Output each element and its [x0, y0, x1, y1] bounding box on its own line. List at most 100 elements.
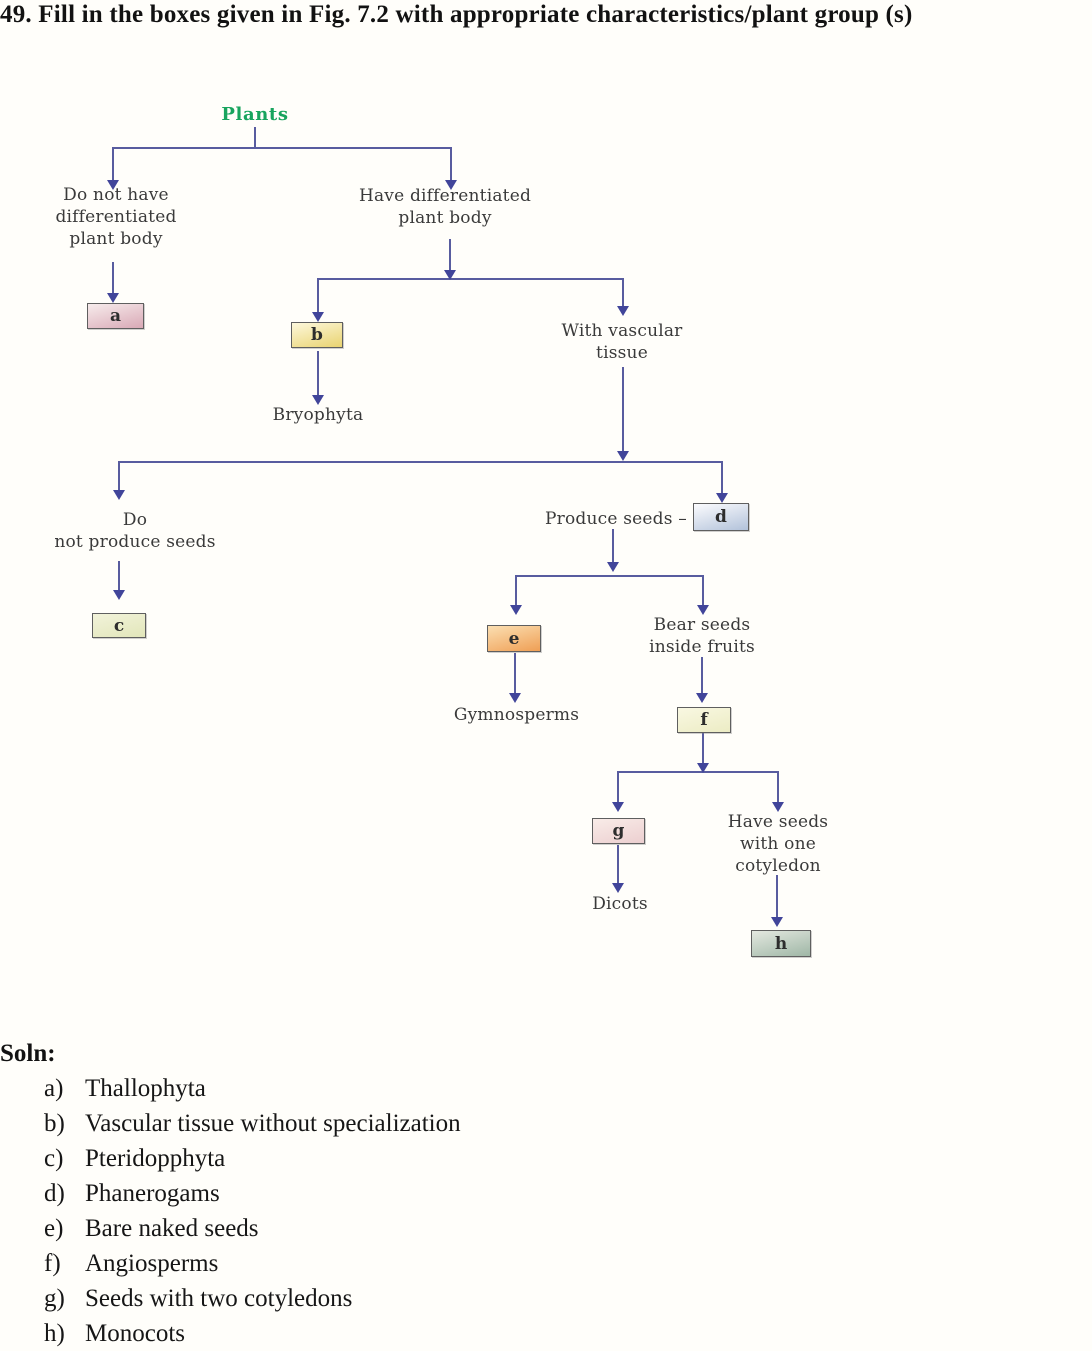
arrowhead-down-icon — [312, 312, 324, 322]
solution-list: a) Thallophyta b) Vascular tissue without … — [44, 1075, 461, 1351]
connector-line — [622, 278, 624, 307]
node-no-differentiated-body: Do not have differentiated plant body — [55, 185, 177, 249]
solution-item-text: Pteridopphyta — [85, 1145, 226, 1172]
node-gymnosperms: Gymnosperms — [453, 705, 580, 725]
box-label: e — [508, 628, 520, 649]
connector-line — [254, 127, 256, 148]
arrowhead-down-icon — [607, 562, 619, 572]
question-title: 49. Fill in the boxes given in Fig. 7.2 … — [0, 1, 913, 28]
solution-item-letter: f) — [44, 1250, 61, 1277]
connector-line — [617, 845, 619, 884]
arrowhead-down-icon — [444, 270, 456, 280]
connector-line — [702, 575, 704, 606]
solution-item-letter: e) — [44, 1215, 64, 1242]
connector-line — [317, 351, 319, 396]
connector-line — [112, 262, 114, 294]
connector-line — [701, 657, 703, 694]
solution-item: d) Phanerogams — [44, 1180, 461, 1215]
answer-box-h: h — [751, 930, 811, 957]
node-have-seeds-one-cotyledon: Have seeds with one cotyledon — [727, 812, 829, 876]
connector-line — [721, 461, 723, 494]
connector-line — [516, 575, 704, 577]
solution-item-text: Thallophyta — [85, 1075, 206, 1102]
arrowhead-down-icon — [697, 605, 709, 615]
node-bryophyta: Bryophyta — [272, 405, 364, 425]
connector-line — [119, 461, 723, 463]
solution-item: f) Angiosperms — [44, 1250, 461, 1285]
solution-item: a) Thallophyta — [44, 1075, 461, 1110]
arrowhead-down-icon — [771, 917, 783, 927]
arrowhead-down-icon — [612, 802, 624, 812]
connector-line — [113, 147, 451, 149]
box-label: f — [700, 710, 708, 730]
connector-line — [118, 461, 120, 491]
solution-item-letter: h) — [44, 1320, 65, 1347]
connector-line — [617, 771, 619, 803]
connector-line — [450, 147, 452, 180]
node-with-vascular-tissue: With vascular tissue — [561, 321, 683, 363]
solution-item-text: Phanerogams — [85, 1180, 220, 1207]
answer-box-e: e — [487, 625, 541, 652]
arrowhead-down-icon — [445, 180, 457, 190]
answer-box-a: a — [87, 303, 144, 329]
answer-box-d: d — [693, 503, 749, 531]
arrowhead-down-icon — [772, 802, 784, 812]
answer-box-g: g — [592, 818, 645, 844]
connector-line — [317, 278, 319, 313]
arrowhead-down-icon — [113, 490, 125, 500]
connector-line — [702, 733, 704, 764]
box-label: d — [715, 507, 727, 527]
arrowhead-down-icon — [509, 693, 521, 703]
arrowhead-down-icon — [312, 395, 324, 405]
arrowhead-down-icon — [617, 451, 629, 461]
arrowhead-down-icon — [617, 306, 629, 316]
arrowhead-down-icon — [697, 763, 709, 773]
arrowhead-down-icon — [107, 293, 119, 303]
connector-line — [118, 561, 120, 591]
solution-item-letter: b) — [44, 1110, 65, 1137]
solution-item-letter: c) — [44, 1145, 64, 1172]
node-have-differentiated-body: Have differentiated plant body — [358, 186, 532, 228]
solution-item-text: Vascular tissue without specialization — [85, 1110, 461, 1137]
box-label: h — [774, 933, 788, 954]
connector-line — [622, 367, 624, 452]
box-label: g — [612, 821, 625, 841]
node-plants: Plants — [221, 104, 289, 125]
solution-item-text: Monocots — [85, 1320, 185, 1347]
solution-item: e) Bare naked seeds — [44, 1215, 461, 1250]
solution-heading: Soln: — [0, 1040, 56, 1067]
answer-box-b: b — [291, 322, 343, 348]
box-label: b — [311, 325, 323, 345]
arrowhead-down-icon — [510, 605, 522, 615]
arrowhead-down-icon — [113, 590, 125, 600]
solution-item: b) Vascular tissue without specialization — [44, 1110, 461, 1145]
connector-line — [318, 278, 624, 280]
box-label: c — [113, 615, 125, 636]
solution-item-letter: a) — [44, 1075, 64, 1102]
solution-item-text: Bare naked seeds — [85, 1215, 259, 1242]
connector-line — [112, 147, 114, 180]
answer-box-f: f — [677, 707, 731, 733]
connector-line — [612, 529, 614, 563]
connector-line — [449, 239, 451, 271]
solution-item-letter: g) — [44, 1285, 65, 1312]
arrowhead-down-icon — [612, 883, 624, 893]
solution-item-text: Angiosperms — [85, 1250, 219, 1277]
solution-item: h) Monocots — [44, 1320, 461, 1351]
arrowhead-down-icon — [107, 180, 119, 190]
solution-item-letter: d) — [44, 1180, 65, 1207]
node-bear-seeds-inside-fruits: Bear seeds inside fruits — [649, 615, 755, 657]
connector-line — [515, 575, 517, 606]
node-produce-seeds: Produce seeds – — [545, 509, 687, 529]
node-do-not-produce-seeds: Do not produce seeds — [54, 510, 216, 552]
arrowhead-down-icon — [716, 493, 728, 503]
answer-box-c: c — [92, 613, 146, 638]
connector-line — [777, 771, 779, 803]
connector-line — [776, 875, 778, 918]
box-label: a — [109, 306, 121, 326]
connector-line — [514, 653, 516, 694]
node-dicots: Dicots — [592, 894, 648, 914]
solution-item: c) Pteridopphyta — [44, 1145, 461, 1180]
arrowhead-down-icon — [696, 693, 708, 703]
